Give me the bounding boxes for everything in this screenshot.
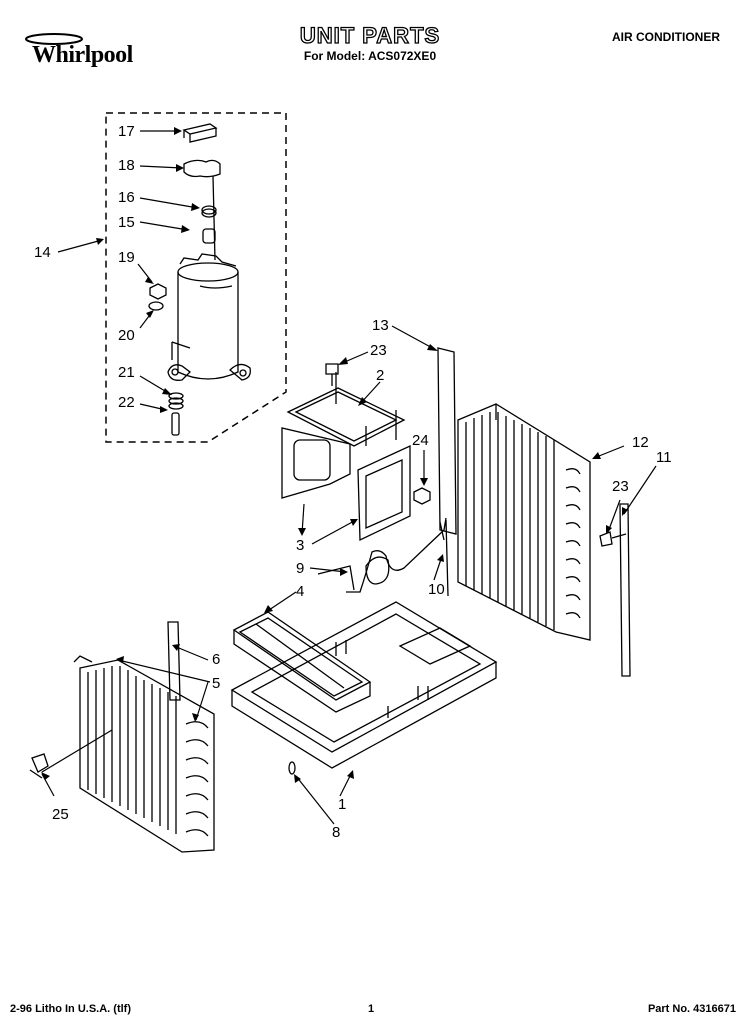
- part-12-condenser-coil: [457, 403, 591, 641]
- callout-8: 8: [332, 824, 341, 841]
- part-2-bracket: [286, 372, 406, 447]
- callout-5: 5: [212, 675, 221, 692]
- callout-12: 12: [632, 434, 649, 451]
- callout-13: 13: [372, 317, 389, 334]
- part-13-strip: [437, 347, 457, 535]
- part-11-strip: [619, 503, 631, 677]
- part-24-nut: [413, 487, 431, 505]
- callout-15: 15: [118, 214, 135, 231]
- part-23-screw-b: [599, 531, 627, 547]
- part-16-grommet: [201, 205, 217, 215]
- part-15-sleeve: [202, 228, 216, 244]
- callout-6: 6: [212, 651, 221, 668]
- callout-3: 3: [296, 537, 305, 554]
- callout-23: 23: [370, 342, 387, 359]
- part-23-screw-a: [325, 363, 339, 386]
- product-type: AIR CONDITIONER: [612, 30, 720, 44]
- callout-10: 10: [428, 581, 445, 598]
- callout-24: 24: [412, 432, 429, 449]
- callout-20: 20: [118, 327, 135, 344]
- part-6-strip: [167, 621, 181, 701]
- whirlpool-logo: Whirlpool: [22, 28, 150, 72]
- part-4-drain-tray: [232, 611, 372, 713]
- part-number: Part No. 4316671: [647, 1003, 736, 1015]
- callout-19: 19: [118, 249, 135, 266]
- part-18-insulator: [183, 159, 221, 178]
- callout-4: 4: [296, 583, 305, 600]
- part-5-evaporator-coil: [73, 655, 215, 853]
- compressor-body: [167, 253, 251, 381]
- part-10-tubing: [439, 519, 449, 597]
- callout-18: 18: [118, 157, 135, 174]
- title-block: UNIT PARTS For Model: ACS072XE0: [250, 23, 490, 64]
- part-21-spring: [168, 392, 184, 400]
- part-17-clip: [182, 123, 218, 143]
- callout-9: 9: [296, 560, 305, 577]
- part-19-nut: [149, 283, 167, 300]
- page-number: 1: [368, 1003, 375, 1015]
- callout-22: 22: [118, 394, 135, 411]
- part-9-tubing: [317, 517, 447, 593]
- callout-16: 16: [118, 189, 135, 206]
- callout-23-b: 23: [612, 478, 629, 495]
- part-3-panel-right: [357, 444, 411, 542]
- callout-17: 17: [118, 123, 135, 140]
- part-1-base-pan: [230, 601, 498, 769]
- part-8-plug: [288, 761, 296, 775]
- callout-25: 25: [52, 806, 69, 823]
- callout-11: 11: [656, 449, 672, 466]
- brand-name: Whirlpool: [32, 42, 133, 68]
- callout-1: 1: [338, 796, 347, 813]
- part-3-panel-left: [281, 427, 351, 499]
- part-25-clip: [29, 753, 49, 779]
- logo-swoosh-icon: [25, 33, 83, 45]
- litho-note: 2-96 Litho In U.S.A. (tlf): [10, 1003, 131, 1015]
- part-20-washer: [148, 301, 164, 311]
- callout-2: 2: [376, 367, 385, 384]
- page-title: UNIT PARTS: [299, 23, 441, 48]
- compressor-group-outline: [105, 112, 287, 443]
- callout-21: 21: [118, 364, 135, 381]
- part-22-pin: [171, 412, 180, 436]
- callout-14: 14: [34, 244, 51, 261]
- model-line: For Model: ACS072XE0: [303, 49, 437, 63]
